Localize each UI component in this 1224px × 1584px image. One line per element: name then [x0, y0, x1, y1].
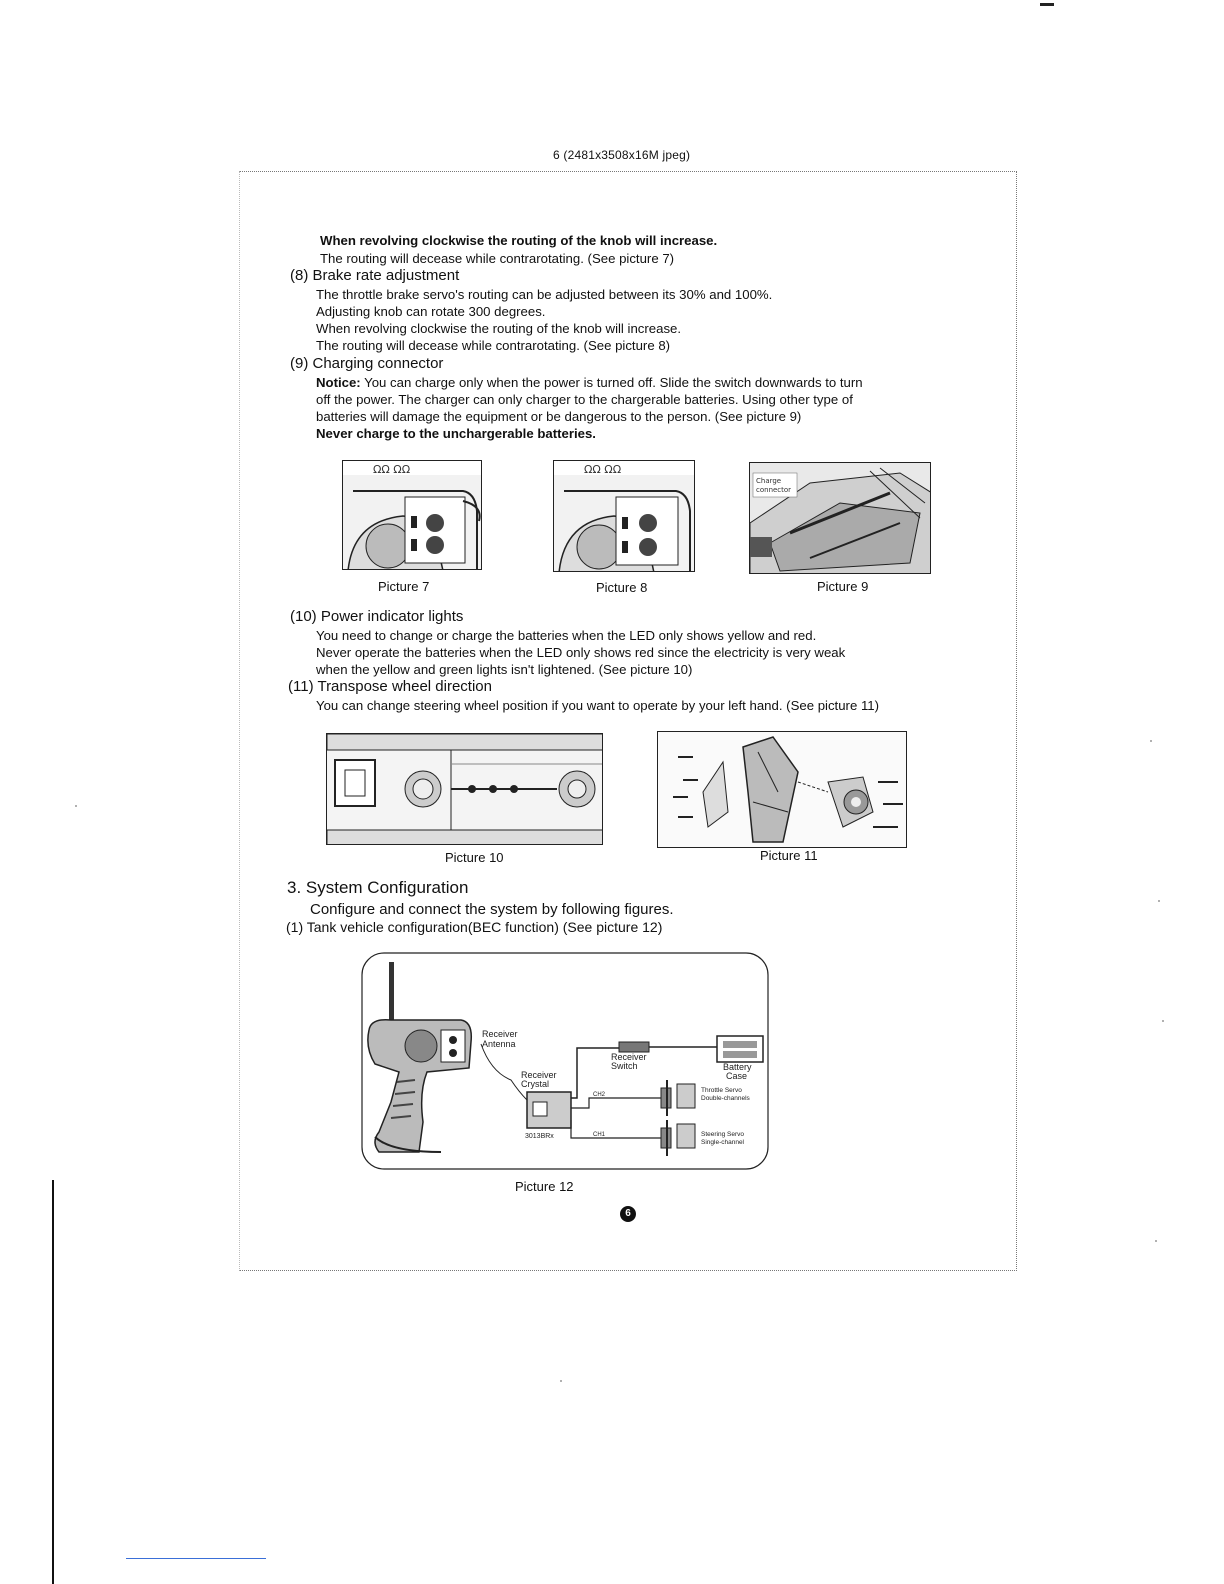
svg-text:ΩΩ ΩΩ: ΩΩ ΩΩ — [584, 463, 621, 476]
picture-12-caption: Picture 12 — [515, 1179, 574, 1194]
picture-7-caption: Picture 7 — [378, 579, 430, 594]
svg-text:ΩΩ ΩΩ: ΩΩ ΩΩ — [373, 463, 410, 476]
label-throttle-servo-2: Double-channels — [701, 1095, 751, 1102]
scan-speck — [560, 1380, 562, 1382]
picture-10-caption: Picture 10 — [445, 850, 504, 865]
pic9-label-line1: Charge — [756, 477, 781, 485]
section-heading-8: (8) Brake rate adjustment — [290, 267, 460, 284]
text-line: batteries will damage the equipment or b… — [316, 409, 802, 424]
scan-speck — [1162, 1020, 1164, 1022]
text-line: The routing will decease while contrarot… — [320, 251, 675, 266]
picture-12-diagram: Receiver Antenna 3013BRx Receiver Crysta… — [361, 952, 769, 1170]
scan-mark — [1040, 3, 1054, 6]
bottom-link-underline — [126, 1558, 266, 1559]
label-throttle-servo-1: Throttle Servo — [701, 1087, 742, 1094]
scan-speck — [1158, 900, 1160, 902]
label-steering-servo-1: Steering Servo — [701, 1131, 744, 1138]
text-line: Never operate the batteries when the LED… — [316, 645, 846, 660]
warning-line: Never charge to the unchargerable batter… — [316, 426, 596, 441]
label-receiver-switch-1: Receiver — [611, 1052, 647, 1062]
label-receiver-crystal-1: Receiver — [521, 1070, 557, 1080]
label-receiver-switch-2: Switch — [611, 1061, 638, 1071]
text-line: off the power. The charger can only char… — [316, 392, 853, 407]
label-receiver-antenna-2: Antenna — [482, 1039, 516, 1049]
page-frame — [239, 171, 1017, 1271]
picture-8-caption: Picture 8 — [596, 580, 648, 595]
pic9-label-line2: connector — [756, 486, 791, 494]
notice-line: Notice: You can charge only when the pow… — [316, 374, 863, 391]
label-ch1: CH1 — [593, 1132, 606, 1138]
label-battery-case-1: Battery — [723, 1062, 752, 1072]
text-line: When revolving clockwise the routing of … — [320, 233, 718, 248]
label-steering-servo-2: Single-channel — [701, 1139, 745, 1146]
label-ch2: CH2 — [593, 1092, 606, 1098]
label-receiver-crystal-2: Crystal — [521, 1079, 549, 1089]
picture-7-image: ΩΩ ΩΩ — [342, 460, 482, 570]
text-line: You need to change or charge the batteri… — [316, 628, 817, 643]
scan-edge-line — [52, 1180, 54, 1584]
section-heading-11: (11) Transpose wheel direction — [288, 678, 492, 695]
label-battery-case-2: Case — [726, 1071, 747, 1081]
picture-9-caption: Picture 9 — [817, 579, 869, 594]
text-line: (1) Tank vehicle configuration(BEC funct… — [286, 919, 663, 935]
picture-8-image: ΩΩ ΩΩ — [553, 460, 695, 572]
section-title-system-configuration: 3. System Configuration — [287, 878, 469, 897]
section-heading-10: (10) Power indicator lights — [290, 608, 464, 625]
notice-label: Notice: — [316, 375, 361, 390]
picture-10-image — [326, 733, 603, 845]
picture-11-caption: Picture 11 — [760, 848, 818, 863]
text-line: when the yellow and green lights isn't l… — [316, 662, 693, 677]
picture-11-image — [657, 731, 907, 848]
text-line: The throttle brake servo's routing can b… — [316, 287, 773, 302]
page-number-badge: 6 — [620, 1206, 636, 1222]
text-line: Adjusting knob can rotate 300 degrees. — [316, 304, 546, 319]
notice-text: You can charge only when the power is tu… — [360, 375, 863, 390]
picture-9-image: Charge connector — [749, 462, 931, 574]
scan-speck — [1155, 1240, 1157, 1242]
page-header-title: 6 (2481x3508x16M jpeg) — [553, 148, 691, 162]
label-rx-model: 3013BRx — [525, 1133, 554, 1140]
text-line: When revolving clockwise the routing of … — [316, 321, 682, 336]
scan-speck — [1150, 740, 1152, 742]
text-line: The routing will decease while contrarot… — [316, 338, 671, 353]
label-receiver-antenna-1: Receiver — [482, 1029, 518, 1039]
text-line: You can change steering wheel position i… — [316, 698, 880, 713]
scan-speck — [75, 805, 77, 807]
section-heading-9: (9) Charging connector — [290, 355, 444, 372]
text-line: Configure and connect the system by foll… — [310, 901, 674, 918]
